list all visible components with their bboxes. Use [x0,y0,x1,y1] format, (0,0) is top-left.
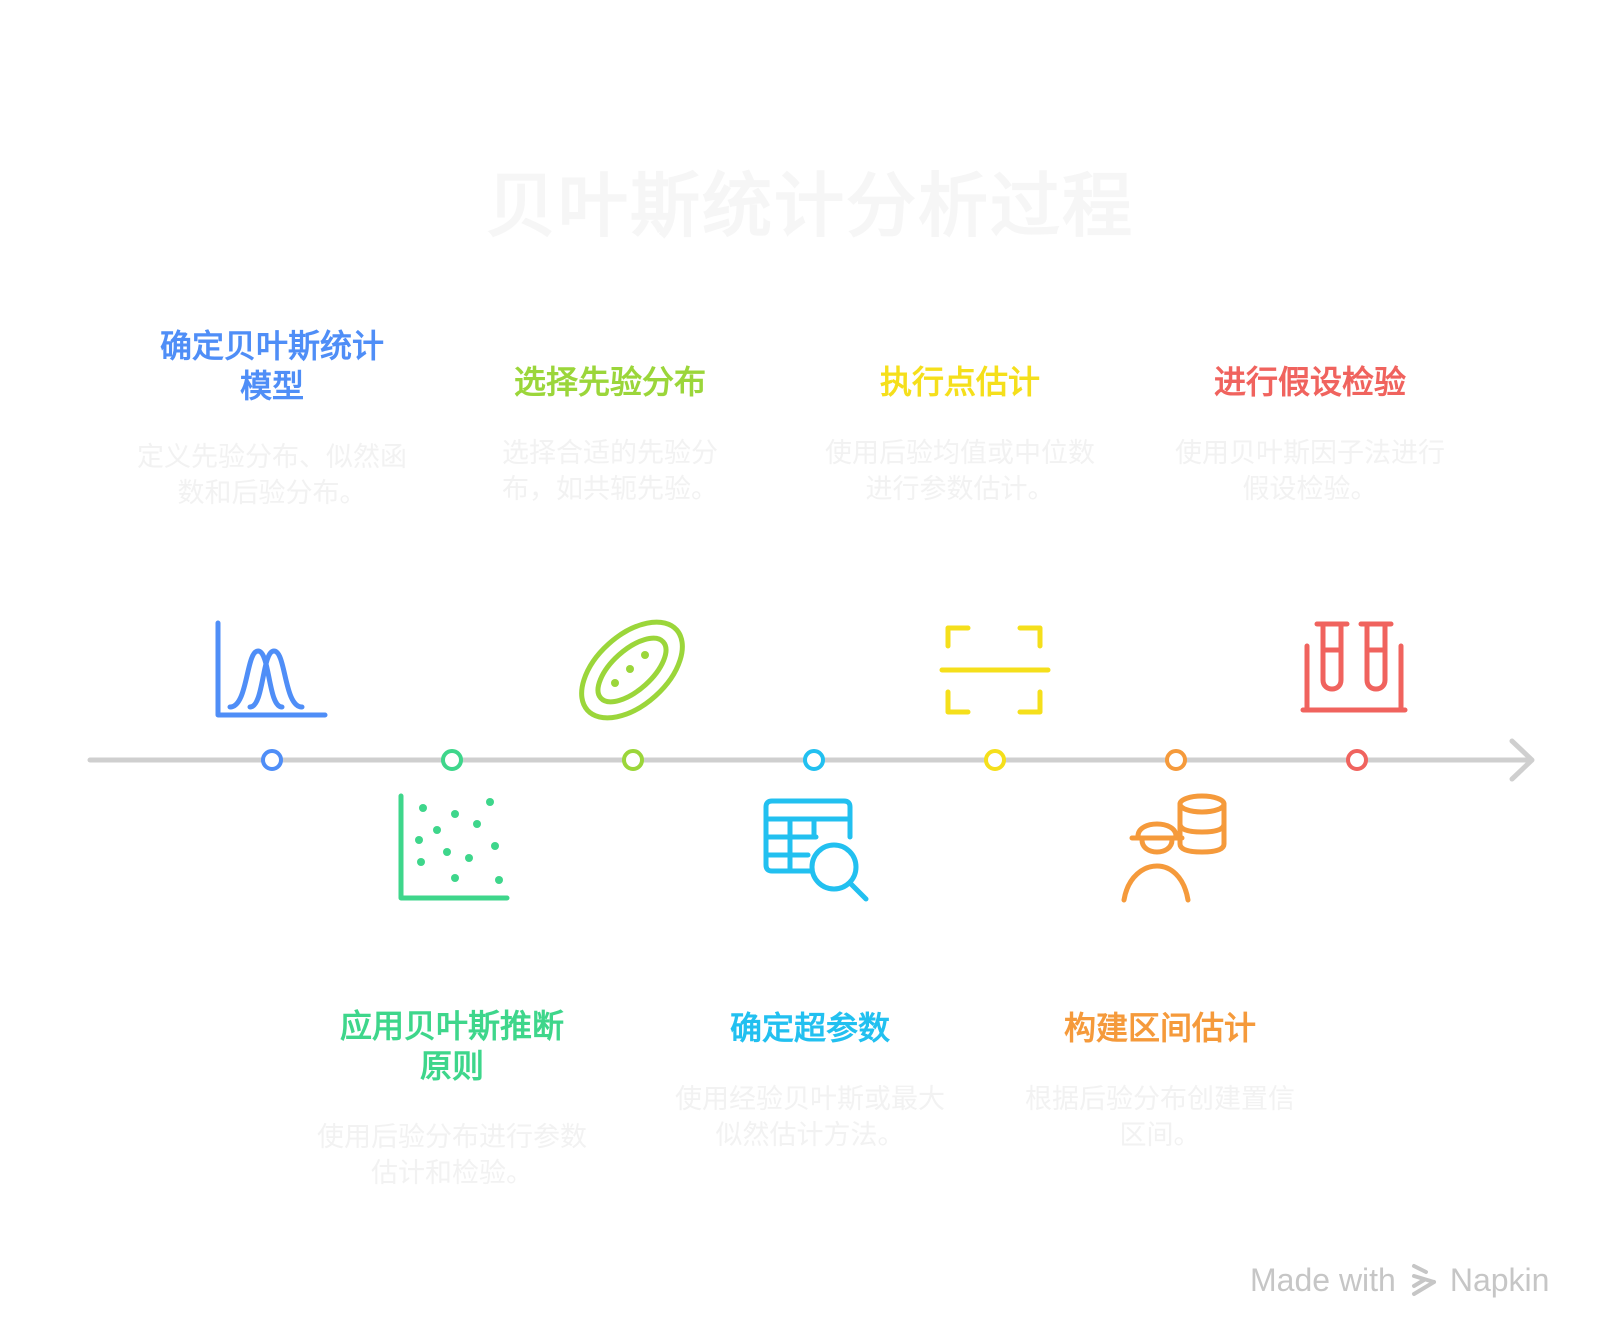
step-block-point-estimate: 执行点估计 使用后验均值或中位数进行参数估计。 [810,362,1110,508]
step-desc-inference: 使用后验分布进行参数估计和检验。 [317,1122,587,1189]
step-desc-hyperparameters: 使用经验贝叶斯或最大似然估计方法。 [675,1084,945,1151]
watermark-brand: Napkin [1449,1261,1550,1298]
step-desc-model: 定义先验分布、似然函数和后验分布。 [137,442,407,509]
scan-frame-icon [939,625,1051,715]
table-search-icon [763,798,869,902]
made-with-napkin-watermark: Made with Napkin [1250,1255,1590,1305]
page-title: 贝叶斯统计分析过程 [486,165,1134,247]
step-desc-point-estimate: 使用后验均值或中位数进行参数估计。 [825,438,1095,505]
step-block-inference: 应用贝叶斯推断原则 使用后验分布进行参数估计和检验。 [302,1006,602,1192]
step-title-inference: 应用贝叶斯推断原则 [339,1007,564,1085]
bacterium-icon [579,619,685,721]
timeline-node-model [261,749,283,771]
step-title-point-estimate: 执行点估计 [879,363,1040,401]
distribution-curve-icon [215,620,328,718]
step-title-hypothesis: 进行假设检验 [1213,363,1406,401]
timeline-node-hyperparameters [803,749,825,771]
step-title-prior: 选择先验分布 [513,363,706,401]
step-block-prior: 选择先验分布 选择合适的先验分布，如共轭先验。 [460,362,760,508]
timeline-node-point-estimate [984,749,1006,771]
watermark-made-with: Made with [1250,1261,1396,1298]
step-desc-hypothesis: 使用贝叶斯因子法进行假设检验。 [1175,438,1445,505]
timeline-node-interval [1165,749,1187,771]
test-tubes-icon [1300,621,1408,713]
step-block-hypothesis: 进行假设检验 使用贝叶斯因子法进行假设检验。 [1160,362,1460,508]
step-block-model: 确定贝叶斯统计模型 定义先验分布、似然函数和后验分布。 [122,326,422,512]
step-title-hyperparameters: 确定超参数 [729,1009,890,1047]
step-block-interval: 构建区间估计 根据后验分布创建置信区间。 [1010,1008,1310,1154]
step-block-hyperparameters: 确定超参数 使用经验贝叶斯或最大似然估计方法。 [660,1008,960,1154]
step-title-model: 确定贝叶斯统计模型 [159,327,384,405]
step-title-interval: 构建区间估计 [1063,1009,1256,1047]
timeline-arrowhead-icon [1509,738,1535,782]
napkin-logo-icon [1411,1264,1436,1296]
step-desc-interval: 根据后验分布创建置信区间。 [1025,1084,1295,1151]
worker-database-icon [1121,793,1227,903]
timeline-node-inference [441,749,463,771]
timeline-node-prior [622,749,644,771]
step-desc-prior: 选择合适的先验分布，如共轭先验。 [502,438,718,505]
timeline-node-hypothesis [1346,749,1368,771]
scatter-plot-icon [398,793,510,901]
